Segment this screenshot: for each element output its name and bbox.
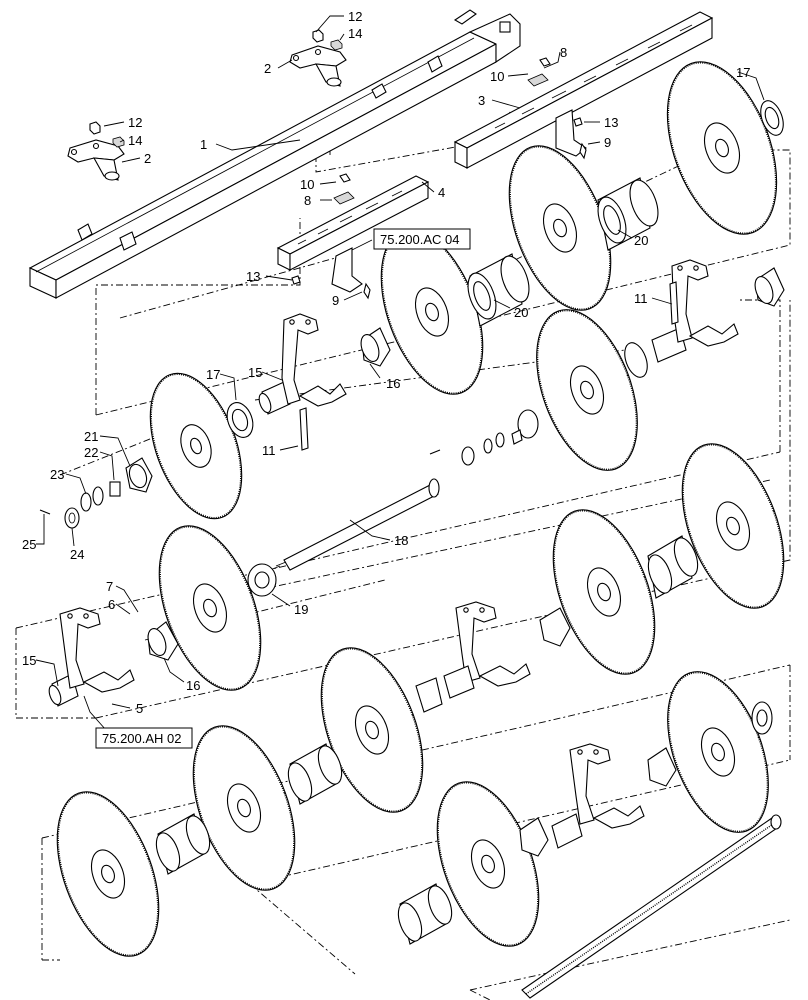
disc-blade-block3-mid: [320, 647, 424, 813]
callout-14-b: 14: [128, 133, 142, 148]
spacer-spool-block3-a: [287, 743, 343, 805]
main-frame-tube: [28, 9, 521, 299]
callout-13-b: 13: [246, 269, 260, 284]
callout-15-b: 15: [22, 653, 36, 668]
callout-21: 21: [84, 429, 98, 444]
clamp-hook-middle: [291, 173, 371, 300]
callout-14-a: 14: [348, 26, 362, 41]
callout-5: 5: [136, 701, 143, 716]
callout-10-b: 10: [300, 177, 314, 192]
disc-blade-top-right: [666, 61, 778, 235]
callout-18: 18: [394, 533, 408, 548]
spacer-spool-block2: [647, 535, 699, 599]
washer-22: [109, 481, 121, 497]
washer-23: [80, 486, 104, 512]
callout-20-b: 20: [514, 305, 528, 320]
bushing-mid-right: [624, 327, 687, 378]
disc-blade-left-top: [149, 372, 243, 520]
spacer-spool-block4: [397, 883, 453, 945]
leader-lines: [35, 15, 765, 731]
hub-cap-top-right: [754, 267, 785, 307]
callout-19: 19: [294, 602, 308, 617]
callout-8-a: 8: [560, 45, 567, 60]
mount-bracket-upper: [289, 45, 347, 87]
callout-2-b: 2: [144, 151, 151, 166]
bearing-flange-17-top: [760, 100, 784, 136]
callout-17-b: 17: [206, 367, 220, 382]
callout-2-a: 2: [264, 61, 271, 76]
callout-23: 23: [50, 467, 64, 482]
reference-box-ac04: 75.200.AC 04: [373, 228, 471, 250]
callout-11-a: 11: [634, 291, 648, 306]
callout-24: 24: [70, 547, 84, 562]
disc-blade-block2-mid: [552, 509, 656, 675]
callout-11-b: 11: [262, 443, 276, 458]
disc-blade-block2-left: [158, 525, 262, 691]
scraper-arm-right: [669, 259, 739, 347]
callout-25: 25: [22, 537, 36, 552]
callout-9-b: 9: [332, 293, 339, 308]
reference-label-ac04: 75.200.AC 04: [380, 232, 460, 247]
channel-4: [276, 175, 430, 271]
axle-hardware-center: [429, 409, 539, 466]
callout-10-a: 10: [490, 69, 504, 84]
cotter-pin-25: [39, 509, 51, 515]
bolt-head-12-lower: [89, 121, 101, 135]
callout-12-b: 12: [128, 115, 142, 130]
callout-9-a: 9: [604, 135, 611, 150]
callout-16-b: 16: [186, 678, 200, 693]
callout-7: 7: [106, 579, 113, 594]
threaded-rod: [521, 814, 782, 999]
callout-12-a: 12: [348, 9, 362, 24]
clamp-hook-top: [527, 57, 587, 160]
bearing-21: [125, 457, 153, 493]
disc-blade-mid-right: [536, 309, 638, 471]
castle-nut-24: [64, 507, 80, 529]
disc-blade-bottom-left: [56, 791, 160, 957]
reference-box-ah02: 75.200.AH 02: [95, 727, 193, 749]
bearing-flange-17-left: [226, 402, 254, 438]
hub-cap-16-upper: [360, 327, 391, 367]
bushing-15-upper: [258, 381, 291, 415]
scraper-arm-lower-left: [59, 607, 135, 693]
bolt-head-12-upper: [312, 29, 324, 43]
hub-caps-blocks: [415, 607, 773, 857]
callout-6: 6: [108, 597, 115, 612]
disc-blade-bottom-center: [436, 781, 540, 947]
channel-3: [453, 11, 714, 169]
callout-4: 4: [438, 185, 445, 200]
scraper-arm-upper: [281, 313, 347, 451]
callout-20-a: 20: [634, 233, 648, 248]
disc-blade-block3-right: [667, 671, 769, 833]
spacer-spool-block3-b: [155, 813, 211, 875]
callout-16-a: 16: [386, 376, 400, 391]
axle-shaft-18: [269, 478, 440, 571]
mount-bracket-lower: [67, 139, 125, 181]
nut-14-lower: [112, 136, 125, 148]
callout-1: 1: [200, 137, 207, 152]
disc-blade-block2-right: [681, 443, 785, 609]
nut-14-upper: [330, 39, 343, 51]
scraper-arm-block3: [569, 743, 645, 829]
callout-13-a: 13: [604, 115, 618, 130]
disc-blade-block3-left: [192, 725, 296, 891]
hub-cap-16-lower: [147, 621, 179, 661]
reference-label-ah02: 75.200.AH 02: [102, 731, 182, 746]
thrust-washer-19: [247, 563, 277, 597]
callout-8-b: 8: [304, 193, 311, 208]
disc-blade-upper-mid: [380, 229, 484, 395]
callout-17-a: 17: [736, 65, 750, 80]
spacer-spool-upper: [597, 177, 659, 251]
callout-15-a: 15: [248, 365, 262, 380]
callout-22: 22: [84, 445, 98, 460]
callout-3: 3: [478, 93, 485, 108]
